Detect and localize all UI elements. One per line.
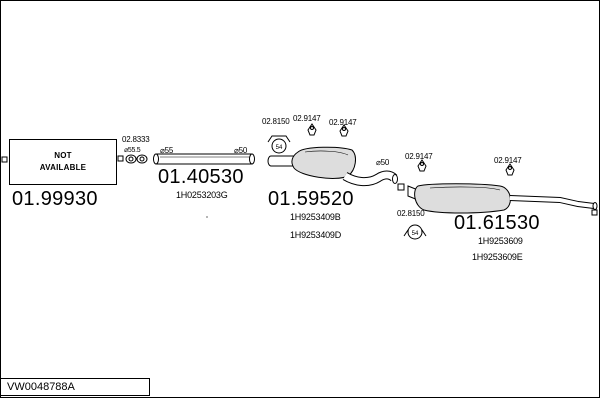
hanger-icon [307,123,317,136]
reference-code-box: VW0048788A [0,378,150,396]
front-pipe-icon [153,153,255,165]
diameter-label: ⌀50 [376,158,390,167]
mount-bracket-icon [403,224,427,240]
small-part-number: 02.9147 [405,152,433,161]
middle-silencer-icon [267,146,398,187]
mount-bracket-icon [267,135,291,154]
small-part-number: 02.9147 [329,118,357,127]
reference-code: VW0048788A [7,381,75,393]
mount-badge: 54 [412,231,419,237]
not-available-box: NOT AVAILABLE [9,139,117,185]
hanger-icon [417,159,427,172]
small-part-number: 02.9147 [494,156,522,165]
hanger-icon [339,124,349,137]
oem-reference: 1H9253609 [478,236,523,246]
dimension-label: ⌀55.5 [124,147,141,154]
small-part-number: 02.8150 [397,209,425,218]
diameter-label: ⌀55 [160,146,174,155]
oem-reference: 1H0253203G [176,190,228,200]
part-number: 01.59520 [268,188,354,210]
part-number: 01.99930 [12,188,98,210]
small-part-number: 02.8150 [262,117,290,126]
mount-badge: 54 [276,145,283,151]
small-part-number: 02.9147 [293,114,321,123]
oem-reference: 1H9253409D [290,230,342,240]
left-connector-icon [1,156,8,163]
diameter-label: ⌀50 [234,146,248,155]
not-available-line1: NOT [54,151,72,160]
decorative-dot [206,216,208,218]
oem-reference: 1H9253409B [290,212,341,222]
hanger-icon [505,163,515,176]
oem-reference: 1H9253609E [472,252,523,262]
part-number: 01.61530 [454,212,540,234]
not-available-line2: AVAILABLE [39,163,87,172]
part-number: 01.40530 [158,166,244,188]
small-part-number: 02.8333 [122,135,150,144]
clamp-icon [117,154,148,164]
rear-silencer-icon [397,183,598,216]
